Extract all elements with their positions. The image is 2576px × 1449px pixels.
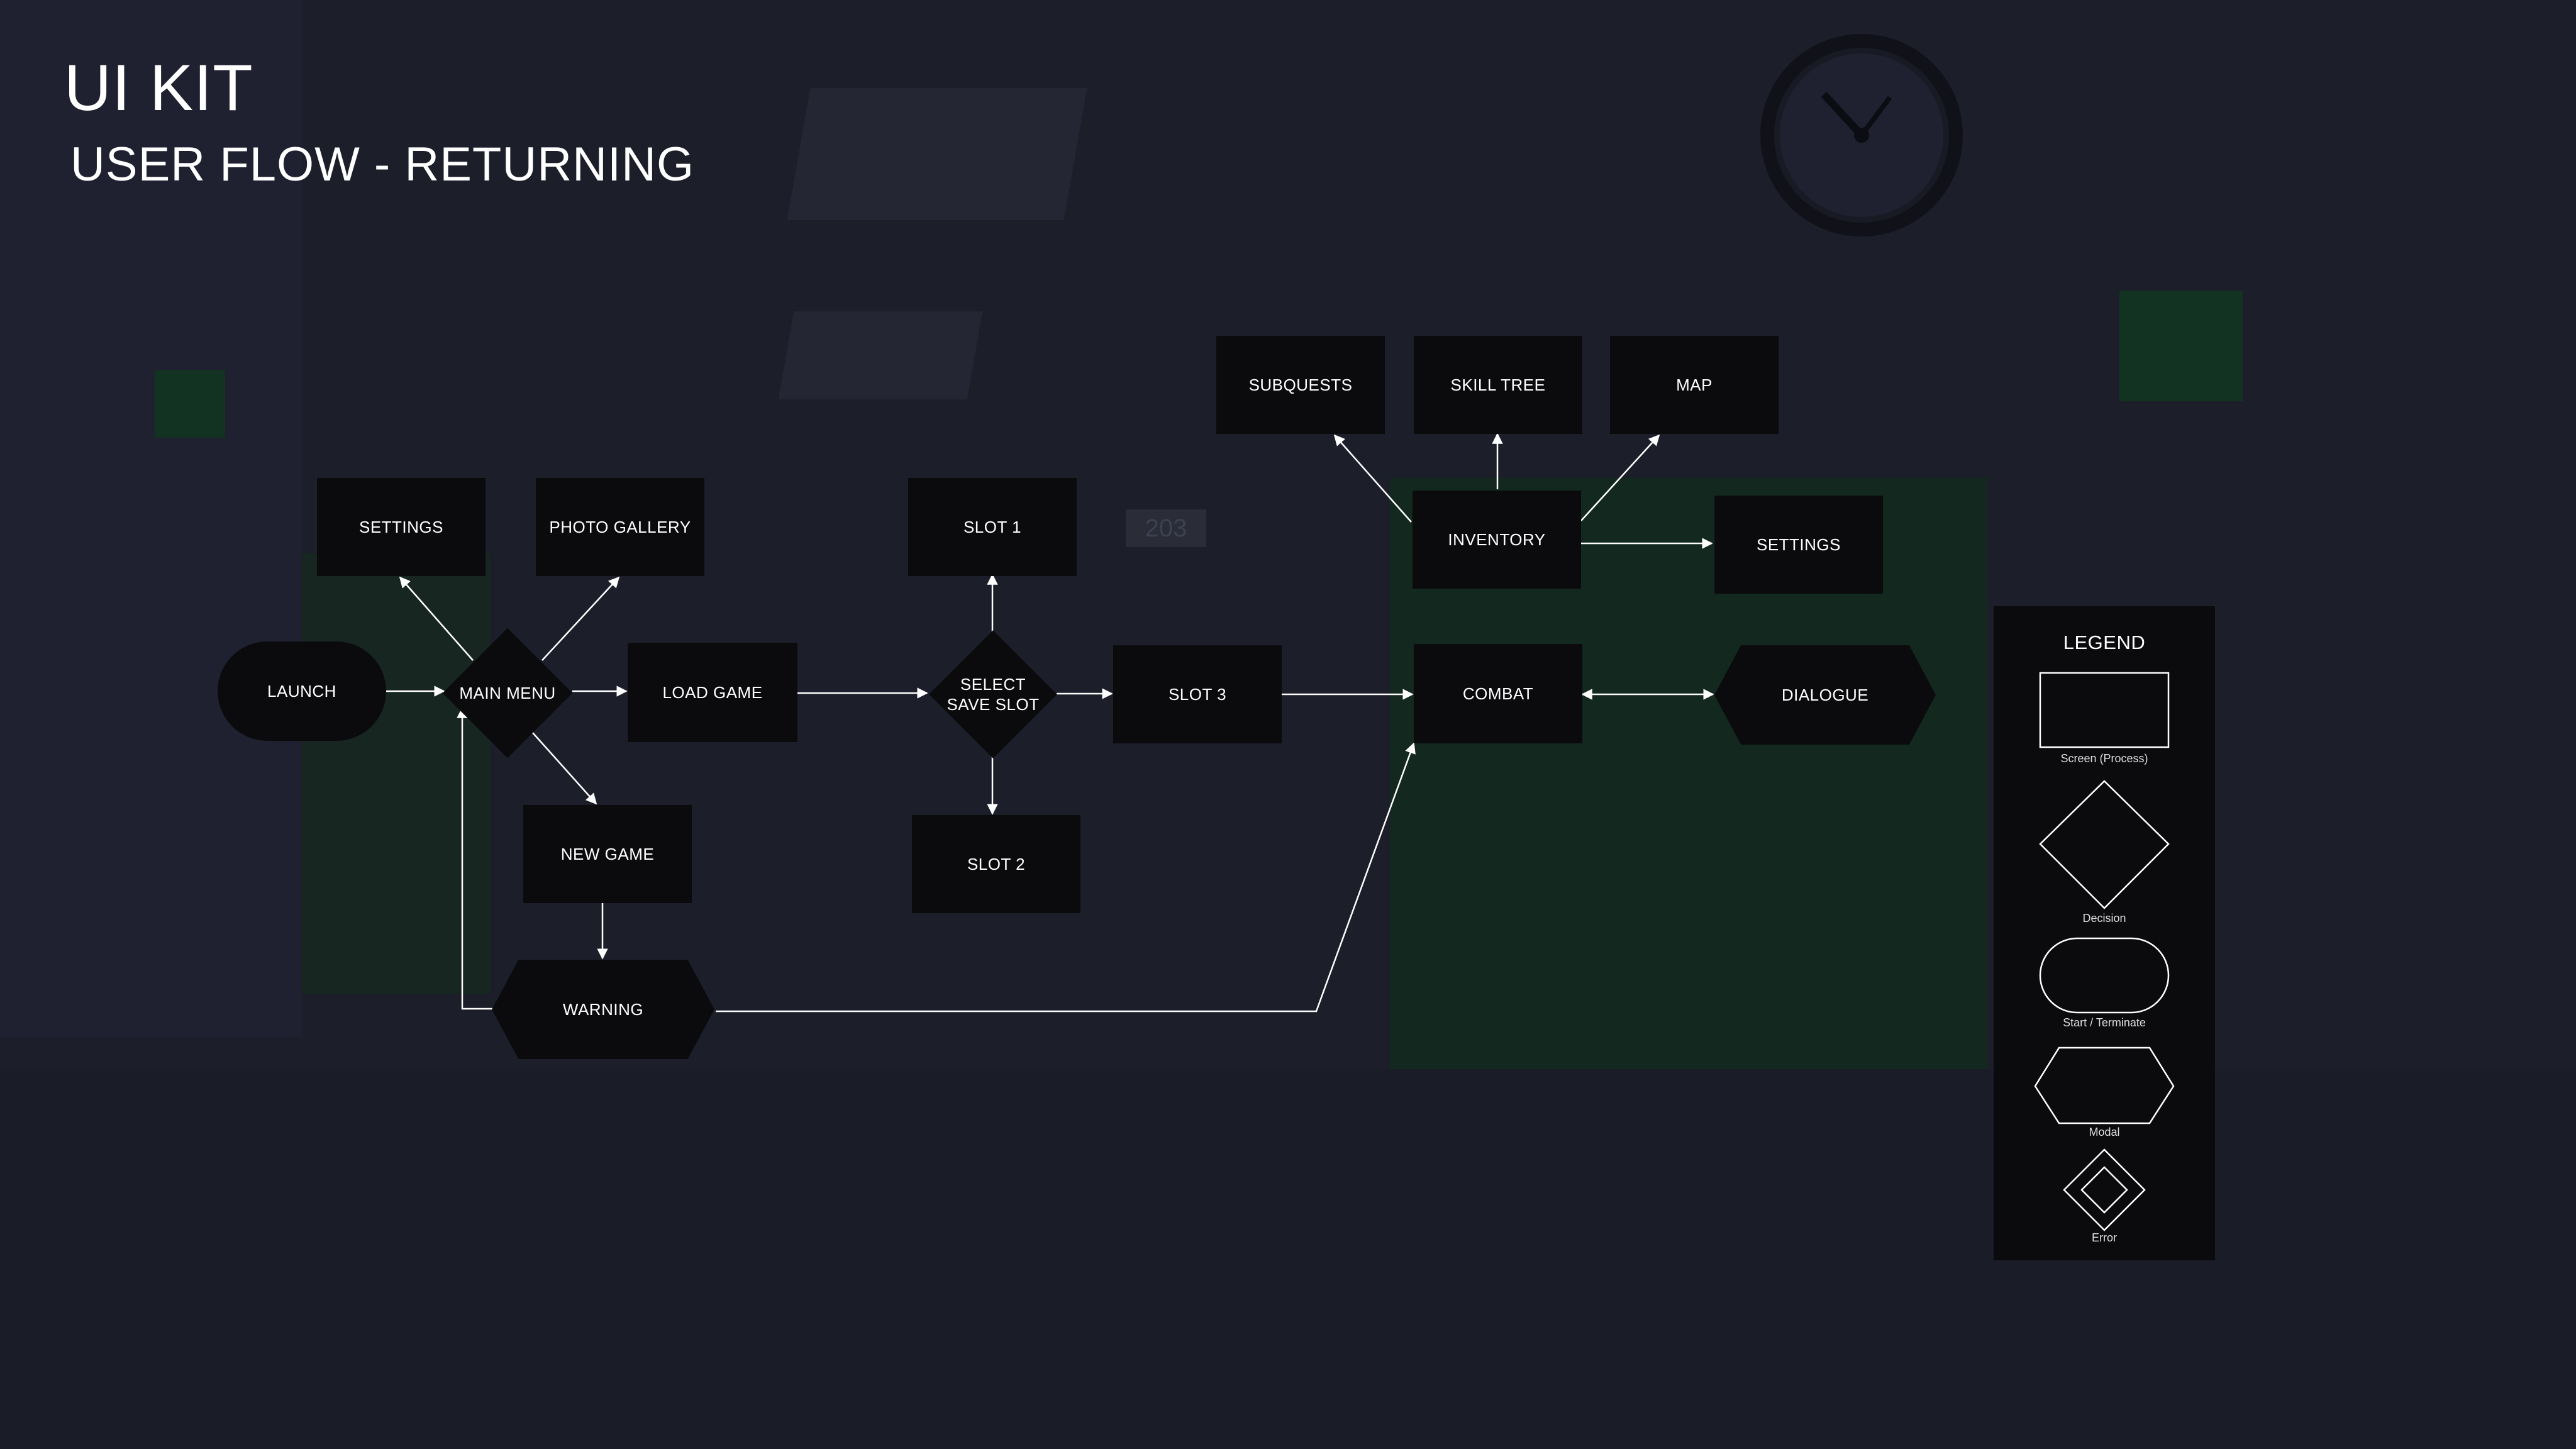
node-select-save-slot[interactable]: SELECT SAVE SLOT bbox=[928, 630, 1058, 758]
legend-terminate-caption: Start / Terminate bbox=[2063, 1016, 2146, 1029]
background-wall-left bbox=[0, 0, 302, 1038]
room-number-text: 203 bbox=[1145, 514, 1187, 542]
legend-decision-caption: Decision bbox=[2082, 912, 2126, 924]
wall-clock-icon bbox=[1760, 34, 1963, 236]
page-subtitle: USER FLOW - RETURNING bbox=[70, 138, 695, 191]
node-main-menu-label: MAIN MENU bbox=[459, 683, 556, 702]
node-launch[interactable]: LAUNCH bbox=[218, 641, 386, 741]
connector-inventory-subquests bbox=[1333, 434, 1412, 523]
connector-warning-combat bbox=[716, 742, 1416, 1013]
node-main-menu[interactable]: MAIN MENU bbox=[442, 628, 573, 758]
legend-modal-shape bbox=[2034, 1046, 2175, 1124]
node-dialogue[interactable]: DIALOGUE bbox=[1714, 645, 1936, 745]
legend-shapes bbox=[2034, 672, 2175, 1231]
node-subquests[interactable]: SUBQUESTS bbox=[1216, 336, 1385, 434]
node-skill-tree[interactable]: SKILL TREE bbox=[1414, 336, 1582, 434]
node-combat[interactable]: COMBAT bbox=[1414, 644, 1582, 743]
legend-decision-shape bbox=[2039, 780, 2170, 909]
background-room-sign: 203 bbox=[1126, 509, 1206, 547]
node-select-save-slot-label: SELECT SAVE SLOT bbox=[947, 674, 1040, 714]
connector-mainmenu-gallery bbox=[541, 576, 620, 661]
node-inventory[interactable]: INVENTORY bbox=[1413, 491, 1581, 589]
node-load-game[interactable]: LOAD GAME bbox=[628, 643, 797, 742]
legend-modal-caption: Modal bbox=[2089, 1126, 2120, 1138]
node-settings[interactable]: SETTINGS bbox=[317, 478, 486, 576]
node-slot-1[interactable]: SLOT 1 bbox=[908, 478, 1077, 576]
node-settings-right[interactable]: SETTINGS bbox=[1714, 496, 1883, 594]
node-slot-2[interactable]: SLOT 2 bbox=[912, 815, 1080, 913]
node-photo-gallery[interactable]: PHOTO GALLERY bbox=[536, 478, 704, 576]
connector-mainmenu-newgame bbox=[531, 731, 597, 805]
background-lockers-left bbox=[302, 553, 491, 994]
legend-error-inner-shape bbox=[2080, 1166, 2128, 1214]
connector-inventory-map bbox=[1580, 434, 1660, 521]
background-exit-sign bbox=[155, 370, 225, 438]
legend-panel: LEGEND Screen (Process) Decision Start /… bbox=[1994, 606, 2215, 1260]
connector-warning-mainmenu bbox=[457, 707, 493, 1010]
node-warning[interactable]: WARNING bbox=[492, 960, 714, 1059]
legend-error-caption: Error bbox=[2092, 1231, 2117, 1244]
node-slot-3[interactable]: SLOT 3 bbox=[1113, 645, 1282, 743]
node-map[interactable]: MAP bbox=[1610, 336, 1779, 434]
connector-mainmenu-settings bbox=[399, 576, 474, 661]
legend-screen-caption: Screen (Process) bbox=[2060, 752, 2148, 765]
node-new-game[interactable]: NEW GAME bbox=[523, 805, 692, 903]
legend-error-outer-shape bbox=[2063, 1148, 2146, 1231]
legend-screen-shape bbox=[2039, 672, 2170, 748]
legend-terminate-shape bbox=[2039, 937, 2170, 1014]
legend-title: LEGEND bbox=[2063, 631, 2146, 653]
background-exit-sign bbox=[2119, 291, 2243, 401]
page-title: UI KIT bbox=[64, 52, 253, 125]
